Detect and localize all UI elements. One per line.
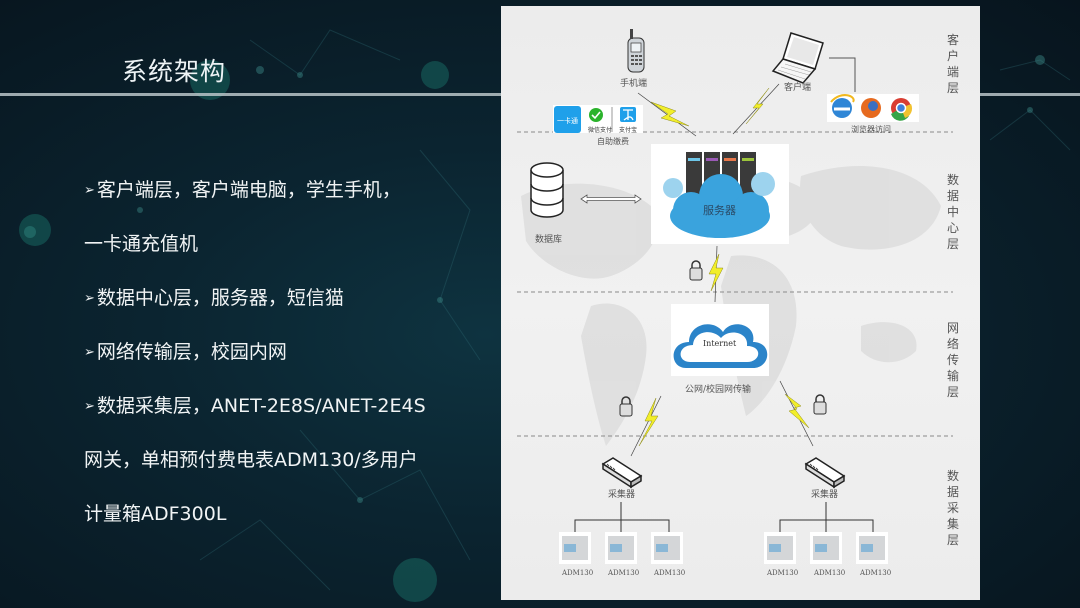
lightning-icon-datacenter <box>708 245 724 303</box>
firefox-icon <box>861 98 881 118</box>
meter-icons <box>559 532 888 564</box>
bullet-arrow-icon: ➢ <box>84 399 95 414</box>
lock-icon-datacenter <box>689 260 703 281</box>
lightning-icon-right <box>779 380 814 447</box>
bullet-collection-layer-cont2: 计量箱ADF300L <box>84 503 227 525</box>
lightning-icon-left <box>630 395 662 457</box>
browser-label: 浏览器访问 <box>851 125 891 134</box>
database-icon <box>530 162 564 218</box>
meter-label: ADM130 <box>608 569 640 577</box>
layer-label-collection: 数据采集层 <box>946 469 959 547</box>
bullet-client-layer: ➢客户端层，客户端电脑，学生手机， <box>84 179 401 201</box>
laptop-browser-connector <box>829 57 856 92</box>
internet-label: Internet <box>703 339 737 348</box>
campus-card-label: 一卡通 <box>557 117 578 125</box>
database-label: 数据库 <box>535 235 563 245</box>
wechat-pay-icon <box>589 108 603 122</box>
network-caption: 公网/校园网传输 <box>685 385 752 395</box>
server-label: 服务器 <box>703 204 736 217</box>
payment-label: 自助缴费 <box>597 137 629 146</box>
internet-cloud-icon <box>673 324 768 368</box>
bidirectional-arrow-icon <box>580 194 642 204</box>
lock-icon-right <box>813 394 827 415</box>
bullet-list: ➢客户端层，客户端电脑，学生手机， 一卡通充值机 ➢数据中心层，服务器，短信猫 … <box>84 172 484 550</box>
bullet-client-layer-cont: 一卡通充值机 <box>84 233 199 255</box>
layer-label-datacenter: 数据中心层 <box>946 173 959 251</box>
mobile-phone-icon <box>627 29 645 73</box>
collector-label-left: 采集器 <box>608 490 636 500</box>
cloud-icon-server <box>663 172 775 238</box>
meter-label: ADM130 <box>562 569 594 577</box>
meter-connectors <box>574 502 874 532</box>
bullet-arrow-icon: ➢ <box>84 291 95 306</box>
alipay-icon <box>620 107 636 122</box>
meter-label: ADM130 <box>860 569 892 577</box>
lightning-icon-phone <box>637 92 697 137</box>
bullet-arrow-icon: ➢ <box>84 345 95 360</box>
collector-device-icon-left <box>601 457 643 489</box>
bullet-datacenter-layer: ➢数据中心层，服务器，短信猫 <box>84 287 344 309</box>
phone-label: 手机端 <box>620 79 648 89</box>
layer-label-network: 网络传输层 <box>946 321 959 399</box>
diagram-graphics <box>517 29 953 564</box>
bullet-network-layer: ➢网络传输层，校园内网 <box>84 341 287 363</box>
bullet-collection-layer: ➢数据采集层，ANET-2E8S/ANET-2E4S <box>84 395 426 417</box>
chrome-icon <box>891 98 913 121</box>
lock-icon-left <box>619 396 633 417</box>
campus-card-icon <box>554 106 581 133</box>
collector-device-icon-right <box>804 457 846 489</box>
pc-label: 客户端 <box>784 83 812 93</box>
ie-icon <box>830 94 855 118</box>
meter-label: ADM130 <box>814 569 846 577</box>
lightning-icon-laptop <box>732 83 780 135</box>
meter-label: ADM130 <box>654 569 686 577</box>
meter-label: ADM130 <box>767 569 799 577</box>
wechat-pay-label: 微信支付 <box>588 127 613 134</box>
slide-title: 系统架构 <box>122 57 227 86</box>
collector-label-right: 采集器 <box>811 490 839 500</box>
bullet-arrow-icon: ➢ <box>84 183 95 198</box>
layer-label-client: 客户端层 <box>946 33 959 95</box>
architecture-diagram: 手机端 客户端 浏览器访问 自助缴费 一卡通 微信支付 支付宝 服务器 数据库 … <box>501 6 980 600</box>
bullet-collection-layer-cont: 网关，单相预付费电表ADM130/多用户 <box>84 449 418 471</box>
laptop-icon <box>771 32 824 84</box>
alipay-label: 支付宝 <box>619 127 638 134</box>
